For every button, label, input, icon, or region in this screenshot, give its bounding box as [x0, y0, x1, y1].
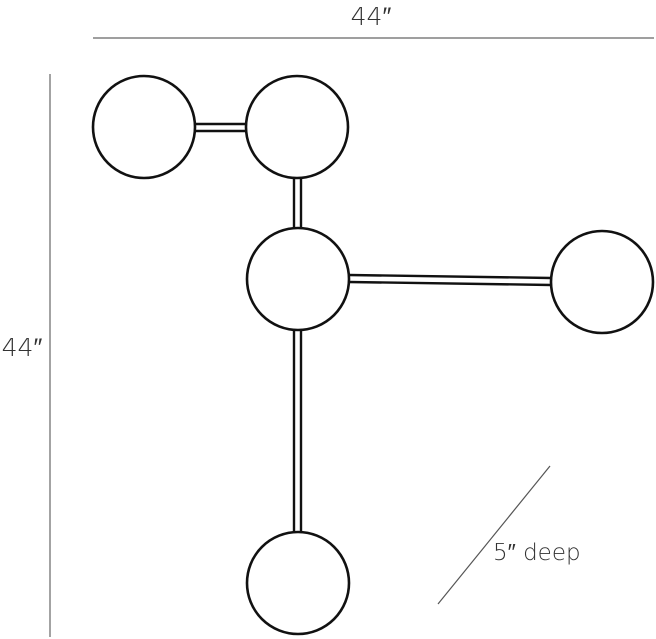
globe-middle-center	[245, 226, 351, 332]
depth-label: 5″ deep	[493, 540, 581, 566]
height-label: 44″	[2, 333, 43, 362]
rod-upper-vertical	[292, 177, 303, 228]
rod-top-horizontal	[196, 122, 246, 133]
rod-right-horizontal	[348, 273, 552, 287]
depth-dimension-line	[437, 465, 551, 605]
globe-top-center	[244, 74, 350, 180]
globe-bottom	[245, 530, 351, 636]
width-label: 44″	[351, 2, 392, 31]
globe-right	[549, 229, 655, 335]
globe-top-left	[91, 74, 197, 180]
rod-lower-vertical	[292, 331, 303, 534]
